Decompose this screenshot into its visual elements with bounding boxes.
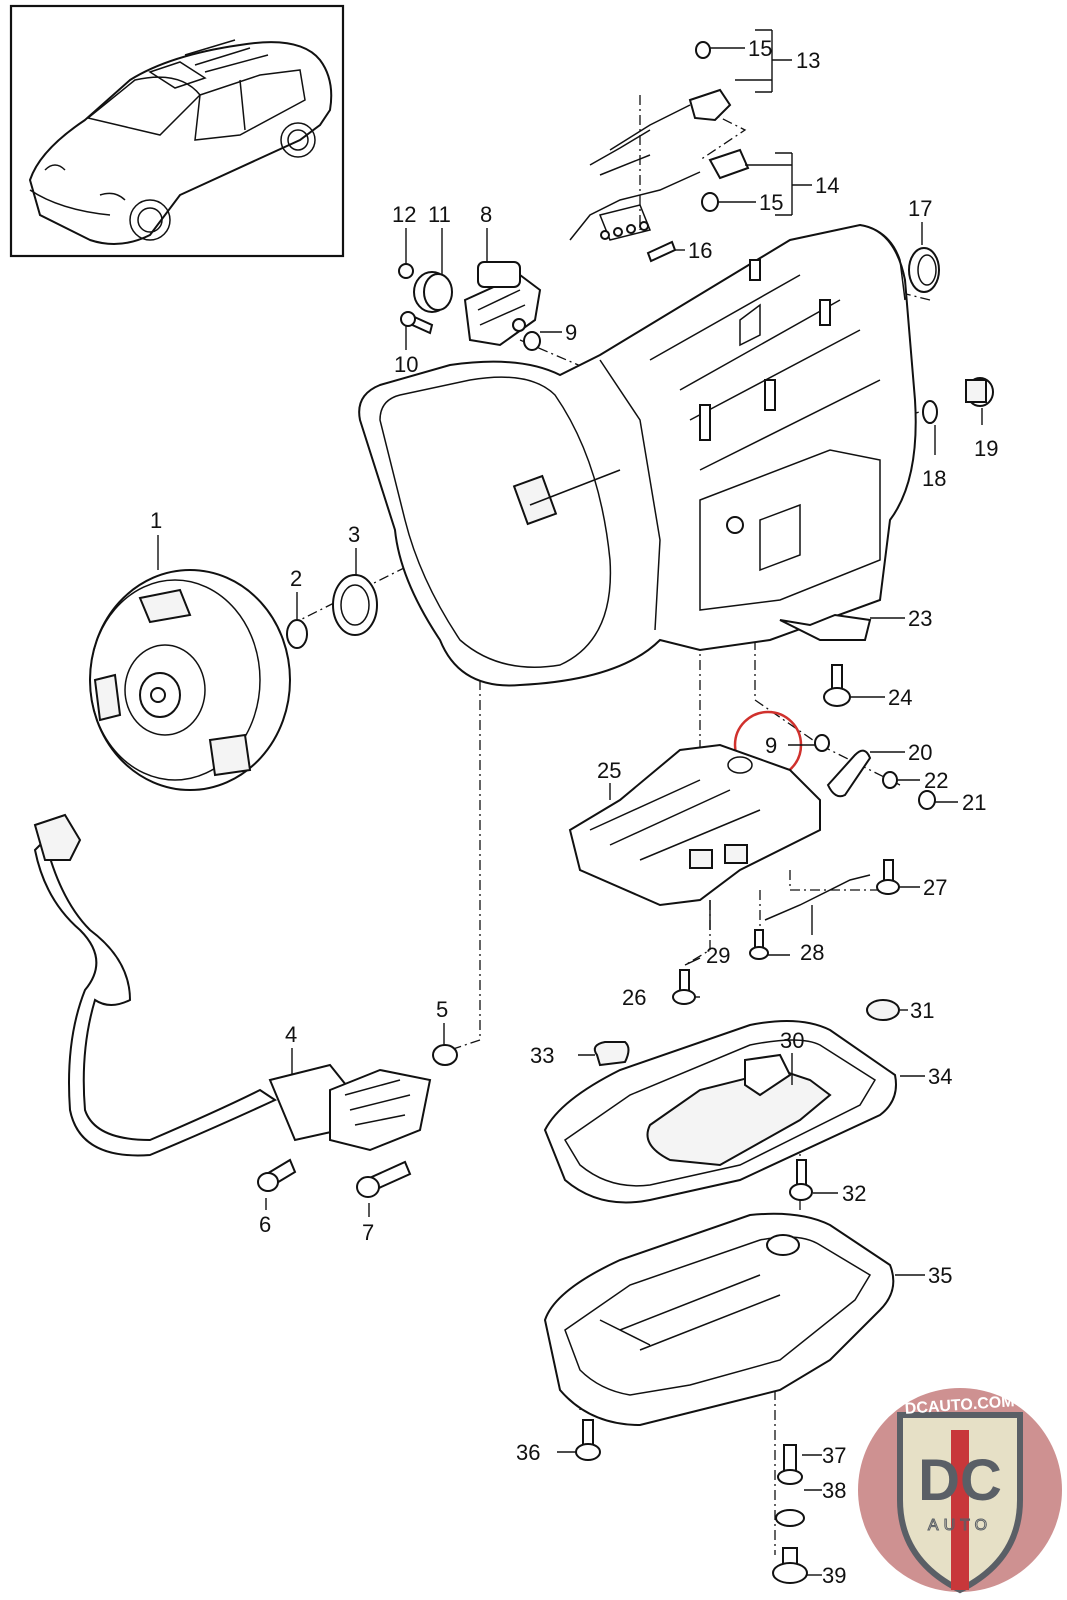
lever-20 xyxy=(826,749,872,798)
leader-lines xyxy=(157,29,983,1576)
callout-21: 21 xyxy=(962,790,986,815)
callout-31: 31 xyxy=(910,998,934,1023)
callout-19: 19 xyxy=(974,436,998,461)
callout-11: 11 xyxy=(428,202,451,227)
seal-17 xyxy=(908,247,940,293)
callout-2: 2 xyxy=(290,566,302,591)
callout-24: 24 xyxy=(888,685,912,710)
callout-26: 26 xyxy=(622,985,646,1010)
callout-10: 10 xyxy=(394,352,418,377)
drain-plug-39 xyxy=(772,1547,808,1584)
callout-9-highlighted: 9 xyxy=(765,733,777,758)
oil-pan-35 xyxy=(543,1212,895,1427)
bracket-23 xyxy=(779,613,872,641)
torque-converter xyxy=(89,569,291,791)
valve-body xyxy=(568,743,821,907)
callout-20: 20 xyxy=(908,740,932,765)
o-ring-5 xyxy=(432,1044,458,1066)
callout-15-top: 15 xyxy=(748,36,772,61)
callout-3: 3 xyxy=(348,522,360,547)
bolt-7 xyxy=(356,1160,412,1198)
callout-17: 17 xyxy=(908,196,932,221)
cap-11 xyxy=(413,271,453,313)
callout-22: 22 xyxy=(924,768,948,793)
seal-9 xyxy=(814,734,830,752)
bolt-36 xyxy=(575,1419,601,1461)
callout-16: 16 xyxy=(688,238,712,263)
callout-12: 12 xyxy=(392,202,416,227)
wiring-harness xyxy=(33,813,432,1157)
watermark-bottom-text: AUTO xyxy=(928,1517,992,1534)
o-ring-15b xyxy=(701,192,719,212)
washer-18 xyxy=(922,400,938,424)
suv-icon xyxy=(28,39,333,245)
callout-39: 39 xyxy=(822,1563,846,1588)
callout-9-top: 9 xyxy=(565,320,577,345)
seal-31 xyxy=(866,999,900,1021)
callout-34: 34 xyxy=(928,1064,952,1089)
o-ring-2 xyxy=(286,619,308,649)
filter-30 xyxy=(646,1053,832,1167)
seal-3 xyxy=(332,574,378,636)
bolt-26 xyxy=(672,969,696,1005)
callout-35: 35 xyxy=(928,1263,952,1288)
callout-15-bottom: 15 xyxy=(759,190,783,215)
bolt-10 xyxy=(400,311,434,335)
callout-36: 36 xyxy=(516,1440,540,1465)
plug-19 xyxy=(965,377,994,407)
callout-25: 25 xyxy=(597,758,621,783)
callout-27: 27 xyxy=(923,875,947,900)
callout-18: 18 xyxy=(922,466,946,491)
o-ring-15a xyxy=(695,41,711,59)
seal-9-top xyxy=(523,331,541,351)
callout-37: 37 xyxy=(822,1443,846,1468)
callout-32: 32 xyxy=(842,1181,866,1206)
bolt-6 xyxy=(257,1158,297,1192)
nut-12 xyxy=(398,263,414,279)
bolt-27 xyxy=(876,859,900,895)
callout-14: 14 xyxy=(815,173,839,198)
vehicle-inset xyxy=(9,4,345,258)
callout-labels: 1 2 3 4 5 6 7 8 9 9 10 11 12 13 14 15 15… xyxy=(150,36,998,1588)
plug-33 xyxy=(593,1041,630,1067)
callout-4: 4 xyxy=(285,1022,297,1047)
washer-38 xyxy=(775,1509,805,1527)
callout-33: 33 xyxy=(530,1043,554,1068)
callout-6: 6 xyxy=(259,1212,271,1237)
callout-38: 38 xyxy=(822,1478,846,1503)
transmission-housing xyxy=(358,223,917,687)
selector-sensor xyxy=(463,261,542,347)
callout-30: 30 xyxy=(780,1028,804,1053)
callout-13: 13 xyxy=(796,48,820,73)
bolt-29 xyxy=(749,929,769,960)
callout-23: 23 xyxy=(908,606,932,631)
nut-21 xyxy=(918,790,936,810)
tube-37 xyxy=(777,1444,803,1485)
sensor-harness xyxy=(569,88,750,241)
bolt-32 xyxy=(789,1159,813,1201)
callout-29: 29 xyxy=(706,943,730,968)
washer-22 xyxy=(882,771,898,789)
callout-5: 5 xyxy=(436,997,448,1022)
watermark-logo-text: DC xyxy=(918,1448,1002,1513)
callout-28: 28 xyxy=(800,940,824,965)
callout-1: 1 xyxy=(150,508,162,533)
bolt-24 xyxy=(823,664,851,707)
watermark-logo: DCAUTO.COM DC AUTO xyxy=(858,1388,1062,1594)
cable-28 xyxy=(764,874,871,921)
screw-16 xyxy=(646,240,677,263)
callout-8: 8 xyxy=(480,202,492,227)
callout-7: 7 xyxy=(362,1220,374,1245)
